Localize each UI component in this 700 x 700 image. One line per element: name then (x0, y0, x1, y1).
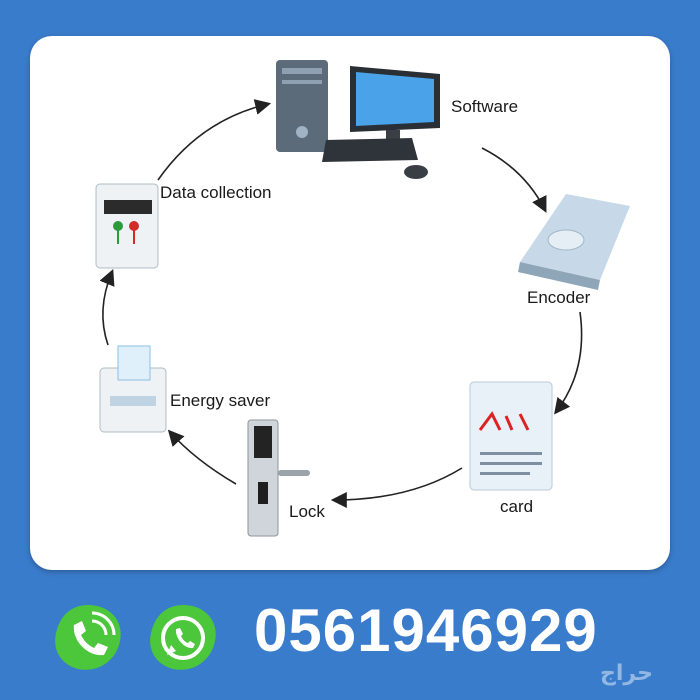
arrow-card-to-lock (330, 467, 463, 508)
arrow-data-to-software (157, 99, 272, 181)
label-data-collection: Data collection (160, 183, 272, 202)
label-software: Software (451, 97, 519, 116)
door-lock-icon (247, 419, 310, 537)
whatsapp-icon[interactable] (143, 599, 223, 679)
data-collector-icon (95, 183, 159, 269)
label-energy-saver: Energy saver (170, 391, 271, 410)
arrow-software-to-encoder (481, 147, 547, 213)
arrow-energy-to-data (99, 269, 115, 346)
key-card-icon (469, 381, 553, 491)
computer-icon (276, 60, 440, 179)
label-lock: Lock (289, 502, 325, 521)
watermark: حراج (600, 660, 653, 685)
label-encoder: Encoder (527, 288, 591, 307)
arrow-encoder-to-card (554, 311, 583, 415)
arrow-lock-to-energy (167, 429, 237, 485)
card-encoder-icon (518, 194, 630, 290)
phone-number[interactable]: 0561946929 (254, 597, 598, 664)
phone-call-icon[interactable] (48, 599, 128, 679)
energy-saver-icon (99, 345, 167, 433)
label-card: card (500, 497, 534, 516)
contact-bar (0, 575, 700, 700)
